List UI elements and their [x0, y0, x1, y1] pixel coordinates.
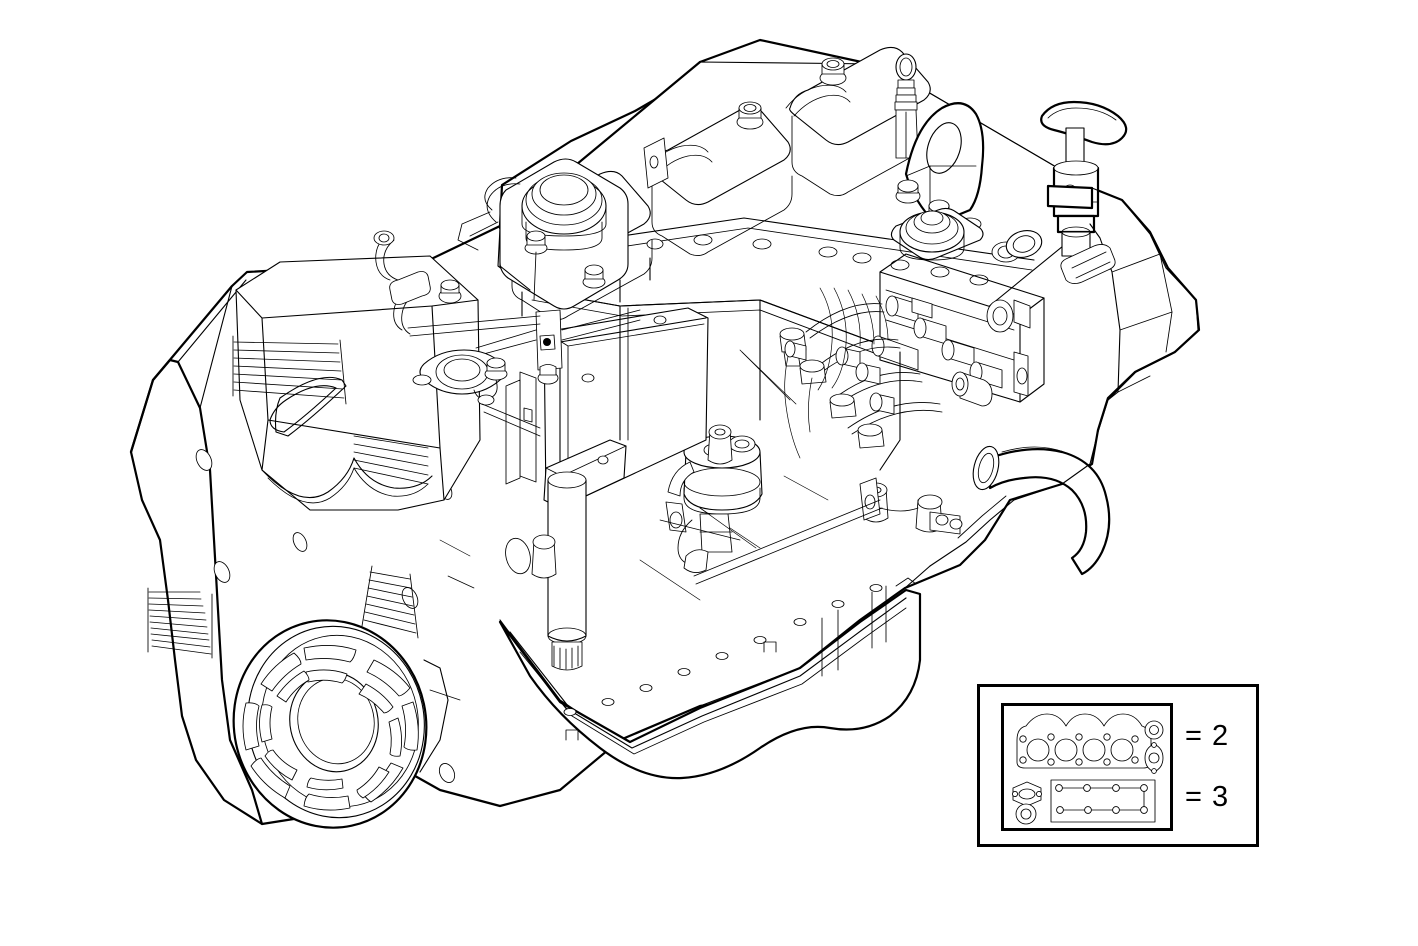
oil-pan-bolt-holes	[563, 584, 883, 716]
injection-pump	[871, 207, 1045, 407]
oil-pan	[498, 577, 922, 780]
oil-filler-bolts	[524, 230, 606, 301]
sealing-ring	[1015, 803, 1037, 825]
timing-gear-cover	[232, 255, 481, 511]
valve-cover-gasket	[1050, 779, 1156, 823]
timing-cover-louvers-2	[353, 435, 429, 485]
leader-lines	[699, 351, 797, 549]
gasket-kit-legend: = 2 = 3	[977, 684, 1259, 847]
cylinder-head-gasket	[1016, 713, 1152, 769]
flywheel-housing	[129, 279, 461, 829]
housing-vent-louvers-upper	[148, 591, 212, 655]
dipstick	[894, 53, 919, 159]
rear-end-housing	[929, 184, 1199, 567]
flywheel-cover-disc	[232, 619, 428, 829]
flywheel-cover-vent-slots	[242, 645, 419, 811]
small-flange-gasket	[1011, 781, 1043, 807]
legend-quantity-label-3: = 3	[1185, 781, 1230, 813]
legend-gasket-diagrams	[1011, 713, 1164, 825]
oil-filler-cap	[457, 158, 629, 310]
round-seal-washer	[1144, 720, 1164, 740]
timing-cover-louvers	[233, 341, 345, 399]
oil-filter	[535, 471, 587, 671]
coolant-hose	[972, 445, 1111, 576]
delivery-valve-holders	[885, 295, 1003, 389]
oval-flange-gasket	[1144, 742, 1164, 774]
legend-inner-frame	[1001, 703, 1173, 831]
housing-vent-louvers-lower	[363, 571, 417, 634]
accessory-details	[373, 230, 963, 589]
legend-quantity-label-2: = 2	[1185, 720, 1230, 752]
